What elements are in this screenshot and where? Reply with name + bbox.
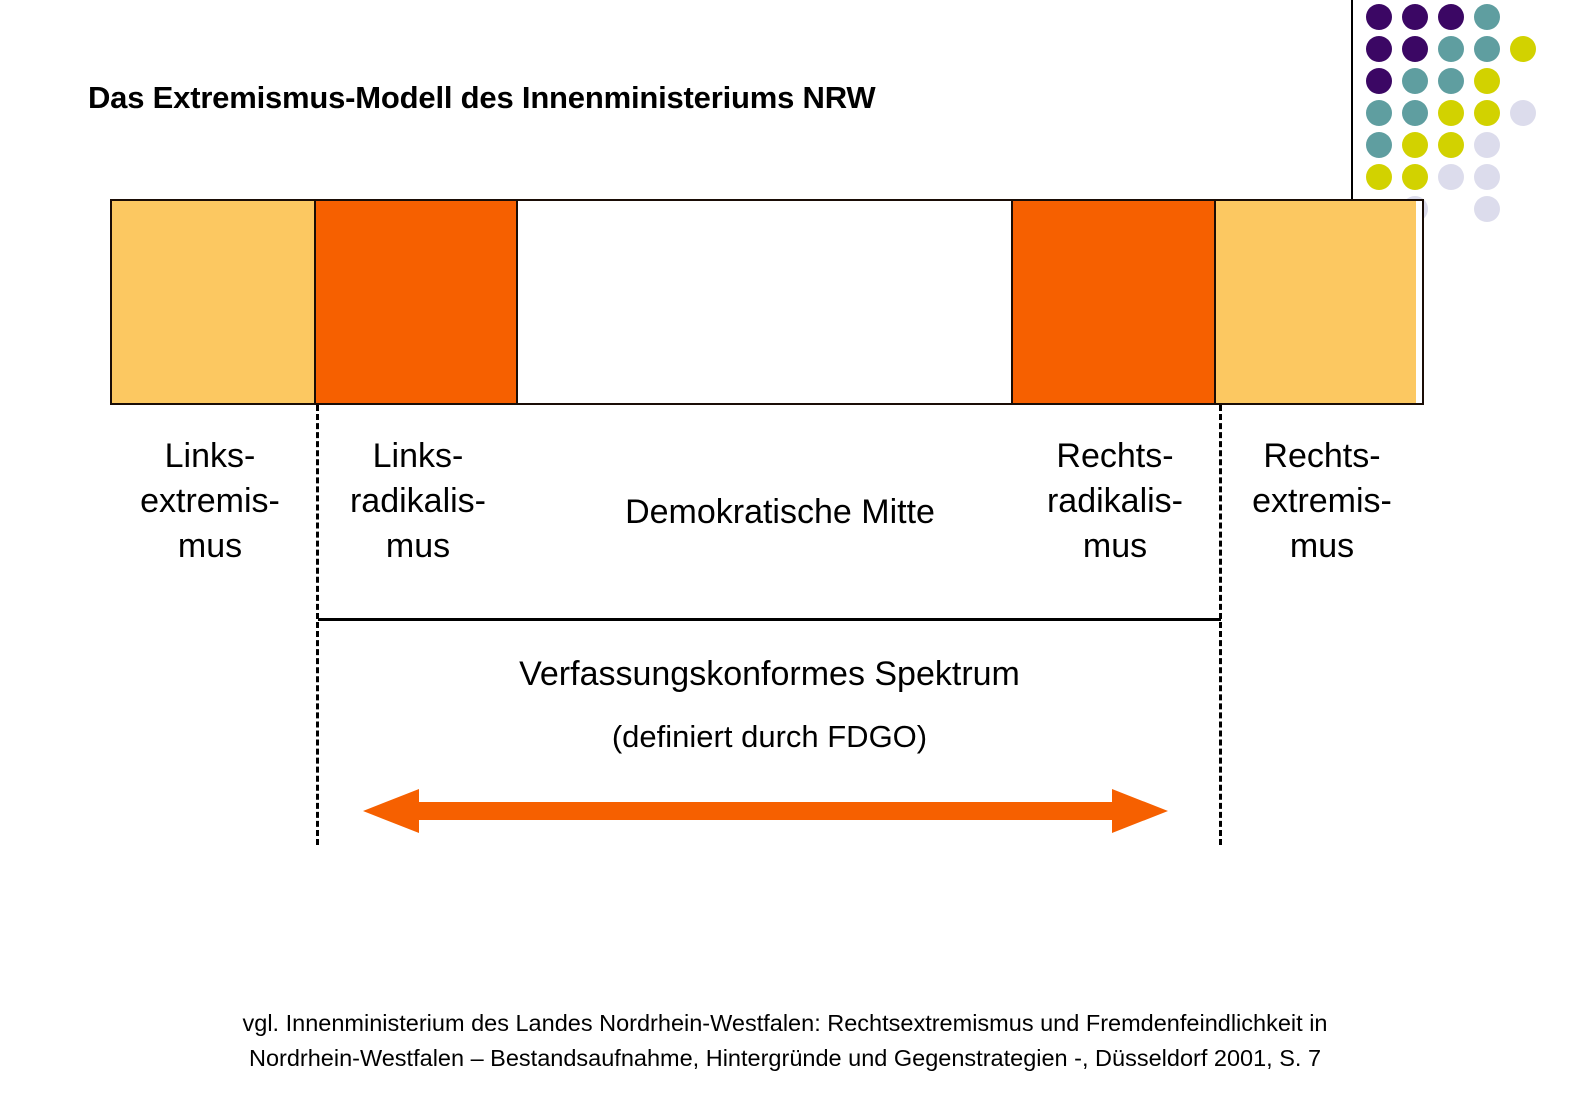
- decorative-dot: [1474, 196, 1500, 222]
- dashed-boundary-right: [1219, 405, 1222, 845]
- scope-horizontal-rule: [318, 618, 1221, 621]
- decorative-dot: [1402, 36, 1428, 62]
- decorative-dot: [1402, 164, 1428, 190]
- decorative-dot: [1474, 100, 1500, 126]
- decorative-dot: [1366, 100, 1392, 126]
- scope-subtitle: (definiert durch FDGO): [611, 719, 928, 754]
- dashed-boundary-left: [316, 405, 319, 845]
- decorative-dot: [1366, 36, 1392, 62]
- decorative-dot: [1438, 68, 1464, 94]
- decorative-dot: [1474, 132, 1500, 158]
- spectrum-segment-links-extremismus: [112, 201, 314, 403]
- footer-citation-line-1: vgl. Innenministerium des Landes Nordrhe…: [242, 1010, 1328, 1036]
- decorative-dot: [1402, 132, 1428, 158]
- decorative-dot: [1474, 164, 1500, 190]
- scope-title: Verfassungskonformes Spektrum: [519, 655, 1020, 693]
- double-headed-arrow-icon: [363, 789, 1168, 833]
- decorative-dot: [1438, 100, 1464, 126]
- decorative-dot: [1438, 164, 1464, 190]
- spectrum-label-demokratische-mitte: Demokratische Mitte: [625, 493, 935, 531]
- spectrum-segment-rechts-extremismus: [1214, 201, 1416, 403]
- decorative-dot: [1474, 4, 1500, 30]
- footer-citation-line-2: Nordrhein-Westfalen – Bestandsaufnahme, …: [248, 1045, 1322, 1071]
- decorative-dot: [1402, 4, 1428, 30]
- footer-citation: vgl. Innenministerium des Landes Nordrhe…: [160, 1006, 1410, 1076]
- spectrum-segment-rechts-radikalismus: [1011, 201, 1214, 403]
- decorative-dot-grid: [1366, 0, 1570, 222]
- spectrum-label-links-extremismus: Links- extremis- mus: [140, 437, 280, 565]
- corner-vertical-rule: [1351, 0, 1353, 199]
- decorative-dot: [1366, 132, 1392, 158]
- decorative-dot: [1438, 132, 1464, 158]
- extremism-spectrum-bar: [110, 199, 1424, 405]
- spectrum-segment-demokratische-mitte: [516, 201, 1011, 403]
- decorative-dot: [1402, 68, 1428, 94]
- decorative-dot: [1366, 68, 1392, 94]
- spectrum-label-rechts-radikalismus: Rechts- radikalis- mus: [1046, 437, 1184, 565]
- spectrum-segment-links-radikalismus: [314, 201, 516, 403]
- decorative-dot: [1366, 4, 1392, 30]
- decorative-dot: [1510, 36, 1536, 62]
- decorative-dot: [1474, 36, 1500, 62]
- decorative-dot: [1510, 100, 1536, 126]
- decorative-dot: [1366, 164, 1392, 190]
- spectrum-label-rechts-extremismus: Rechts- extremis- mus: [1252, 437, 1392, 565]
- decorative-dot: [1438, 4, 1464, 30]
- decorative-dot: [1474, 68, 1500, 94]
- decorative-dot: [1402, 100, 1428, 126]
- page-title: Das Extremismus-Modell des Innenminister…: [88, 80, 876, 115]
- spectrum-label-links-radikalismus: Links- radikalis- mus: [349, 437, 487, 565]
- decorative-dot: [1438, 36, 1464, 62]
